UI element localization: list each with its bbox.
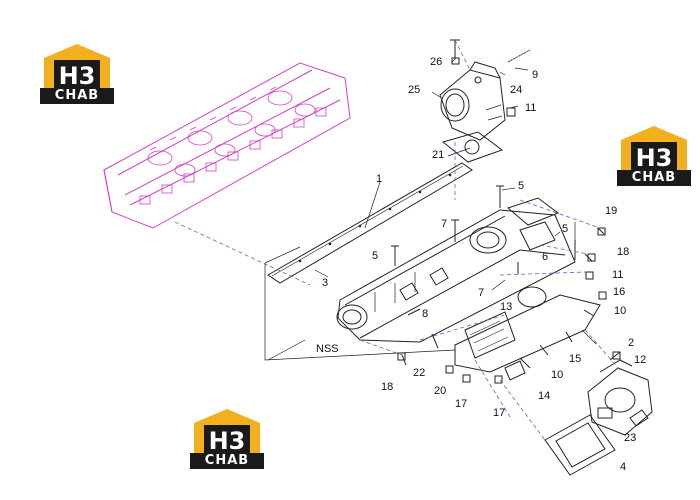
callout-14: 14 [538,390,551,402]
callout-6: 6 [542,251,549,263]
callout-4: 4 [620,461,627,473]
callout-15: 15 [569,353,582,365]
callout-5a: 5 [518,180,525,192]
logo: H3 CHAB [40,40,114,106]
throttle-body [439,61,506,163]
logo-mark: H3 [209,427,246,455]
callout-13: 13 [500,301,513,313]
cylinder-head [103,62,351,229]
callout-3: 3 [322,277,329,289]
logo-brand: CHAB [190,453,264,469]
egr-valve [587,359,653,436]
egr-gasket [544,414,616,476]
callout-10a: 10 [614,305,627,317]
logo: H3 CHAB [190,405,264,471]
callout-21: 21 [432,149,445,161]
callout-26: 26 [430,56,443,68]
callout-18b: 18 [617,246,630,258]
callout-9: 9 [532,69,539,81]
callout-19: 19 [605,205,618,217]
callout-7a: 7 [441,218,448,230]
logo-mark: H3 [59,62,96,90]
callout-16: 16 [613,286,626,298]
callout-2: 2 [628,337,635,349]
leader-lines-dashed [174,39,621,441]
callout-5b: 5 [372,250,379,262]
throttle-gasket [441,131,504,163]
intake-manifold [336,197,576,343]
nss-label: NSS [316,343,339,355]
callout-22: 22 [413,367,426,379]
callout-12: 12 [634,354,647,366]
logo-house-icon: H3 [194,409,260,455]
callout-18a: 18 [381,381,394,393]
callout-11b: 11 [612,269,624,281]
logo-brand: CHAB [617,170,691,186]
callout-17b: 17 [493,407,506,419]
callout-8: 8 [422,308,429,320]
logo-house-icon: H3 [44,44,110,90]
callout-20: 20 [434,385,447,397]
callout-23: 23 [624,432,637,444]
callout-5c: 5 [562,223,569,235]
callout-1: 1 [376,173,383,185]
logo-mark: H3 [636,144,673,172]
callout-7b: 7 [478,287,485,299]
leader-lines-solid [264,57,597,361]
fasteners [391,39,621,384]
callout-11a: 11 [525,102,537,114]
logo-brand: CHAB [40,88,114,104]
callout-25: 25 [408,84,421,96]
callout-10b: 10 [551,369,564,381]
logo: H3 CHAB [617,122,691,188]
callout-24: 24 [510,84,523,96]
callout-17a: 17 [455,398,468,410]
logo-house-icon: H3 [621,126,687,172]
